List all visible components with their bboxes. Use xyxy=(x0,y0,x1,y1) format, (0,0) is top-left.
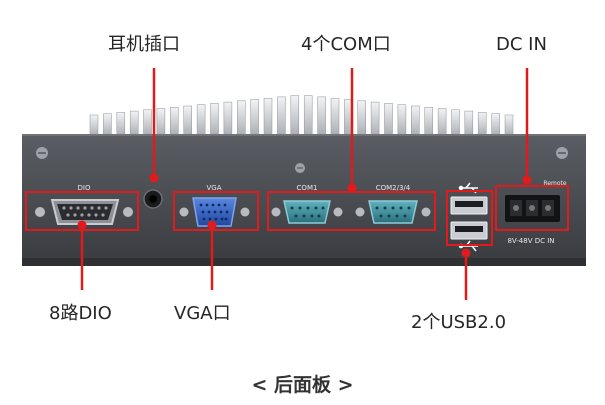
leader-dot-dc xyxy=(522,175,532,185)
heatsink-fin xyxy=(89,114,99,137)
highlight-box-vga xyxy=(173,191,259,231)
callout-vga: VGA口 xyxy=(174,303,231,324)
heatsink-fin xyxy=(290,95,300,137)
leader-dot-vga xyxy=(207,220,217,230)
callout-com-ports: 4个COM口 xyxy=(301,34,391,55)
leader-dot-earphone xyxy=(149,173,159,183)
com1-port-icon xyxy=(271,200,343,224)
callout-earphone-jack: 耳机插口 xyxy=(108,34,180,55)
heatsink-fin xyxy=(103,113,112,137)
heatsink-fin xyxy=(317,96,326,137)
heatsink-fin xyxy=(263,97,273,137)
heatsink-fin xyxy=(277,96,286,137)
heatsink-fins xyxy=(89,95,514,137)
panel-caption: < 后面板 > xyxy=(251,374,354,396)
dio-port-icon xyxy=(35,199,133,225)
heatsink-fin xyxy=(491,113,500,137)
usb-ports-icon xyxy=(450,196,488,240)
chassis-bottom-lip xyxy=(22,258,586,266)
leader-dot-com xyxy=(347,183,357,193)
heatsink-fin xyxy=(223,101,233,137)
audio-jack-icon xyxy=(143,189,163,209)
heatsink-fin xyxy=(156,108,166,137)
heatsink-fin xyxy=(504,114,514,137)
heatsink-fin xyxy=(129,110,139,137)
callout-dc-in: DC IN xyxy=(496,34,547,55)
heatsink-fin xyxy=(370,101,380,137)
heatsink-fin xyxy=(237,100,246,137)
callout-usb: 2个USB2.0 xyxy=(411,312,507,333)
usb-symbol-icon xyxy=(458,182,478,194)
heatsink-fin xyxy=(250,99,259,137)
heatsink-fin xyxy=(477,112,487,137)
panel-label-com1: COM1 xyxy=(297,184,318,192)
heatsink-fin xyxy=(397,104,407,137)
heatsink-fin xyxy=(196,104,206,137)
panel-label-com234: COM2/3/4 xyxy=(376,184,411,192)
screw-icon xyxy=(36,147,48,159)
heatsink-fin xyxy=(303,95,313,137)
panel-label-remote: Remote xyxy=(543,180,566,187)
heatsink-fin xyxy=(384,103,393,137)
heatsink-fin xyxy=(451,109,460,137)
dc-terminal-icon xyxy=(505,195,560,222)
highlight-box-dc xyxy=(495,185,569,231)
highlight-box-usb xyxy=(446,190,493,246)
vga-port-icon xyxy=(179,197,250,227)
heatsink-fin xyxy=(210,103,219,137)
heatsink-fin xyxy=(116,112,126,137)
com234-port-icon xyxy=(355,200,431,224)
leader-dot-dio xyxy=(77,220,87,230)
heatsink-fin xyxy=(464,110,474,137)
callout-dio: 8路DIO xyxy=(49,303,112,324)
screw-icon xyxy=(295,163,305,173)
panel-label-dc-rating: 8V-48V DC IN xyxy=(507,237,554,245)
panel-label-vga: VGA xyxy=(206,184,221,192)
heatsink-fin xyxy=(424,107,433,137)
heatsink-fin xyxy=(411,105,420,137)
chassis-body xyxy=(22,135,586,262)
screw-icon xyxy=(556,147,568,159)
heatsink-fin xyxy=(143,109,152,137)
panel-label-dio: DIO xyxy=(78,184,91,192)
heatsink-fin xyxy=(437,108,447,137)
heatsink-fin xyxy=(330,97,340,137)
heatsink-fin xyxy=(357,100,366,137)
leader-dot-usb xyxy=(461,248,471,258)
heatsink-fin xyxy=(170,107,179,137)
heatsink-fin xyxy=(183,105,192,137)
